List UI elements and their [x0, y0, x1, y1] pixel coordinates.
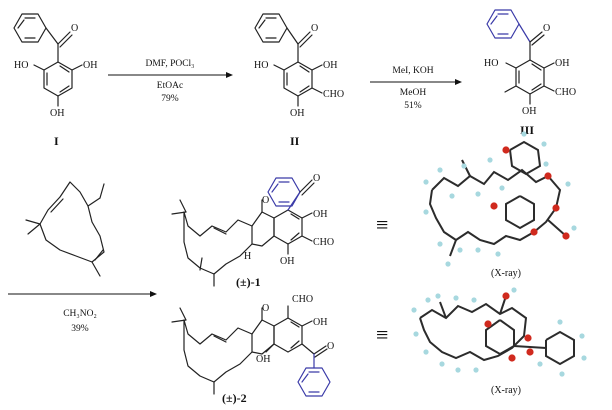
compound-I-label: I	[54, 134, 59, 148]
step3-yield: 39%	[71, 324, 89, 334]
compound-I-oh-right: OH	[83, 60, 97, 71]
compound-II-cho: CHO	[323, 89, 344, 100]
reaction-arrow-3: CH₃NO₂ 39%	[8, 291, 157, 334]
step2-solvent: MeOH	[400, 88, 427, 98]
compound-III-benzoyl-ring-blue	[486, 9, 531, 43]
equivalence-symbol-1: ≡	[376, 212, 388, 237]
compound-I: O HO OH OH I	[13, 13, 97, 148]
compound-I-ho-left: HO	[14, 60, 28, 71]
xray-structure-1: (X-ray)	[423, 131, 577, 279]
product-2: O CHO OH OH O (±)-2	[171, 294, 334, 405]
product-2-oh-right: OH	[313, 317, 327, 328]
step3-reagents: CH₃NO₂	[63, 309, 97, 319]
product-1-oh-bottom: OH	[280, 256, 294, 267]
compound-I-benzoyl-ring	[13, 13, 47, 43]
reaction-arrow-2: MeI, KOH MeOH 51%	[370, 66, 462, 111]
step2-yield: 51%	[404, 101, 422, 111]
compound-II-oh-right: OH	[323, 60, 337, 71]
product-1-oh-right: OH	[313, 209, 327, 220]
compound-III-oh-bottom: OH	[522, 106, 536, 117]
step1-yield: 79%	[161, 94, 179, 104]
compound-II-label: II	[290, 134, 300, 148]
product-1-carbonyl-o: O	[313, 173, 320, 184]
product-1: O H O OH CHO OH (±)-1	[171, 173, 334, 289]
xray-label-2: (X-ray)	[491, 385, 521, 396]
xray-label-1: (X-ray)	[491, 268, 521, 279]
compound-II-oh-bottom: OH	[290, 108, 304, 119]
step2-reagents: MeI, KOH	[392, 66, 433, 76]
product-1-h: H	[244, 251, 251, 262]
compound-III: O HO OH CHO OH III	[484, 9, 576, 137]
product-2-ring-o: O	[262, 303, 269, 314]
product-1-ring-o: O	[262, 195, 269, 206]
compound-III-carbonyl-o: O	[543, 23, 550, 34]
xray-structure-2: (X-ray)	[411, 287, 587, 396]
compound-I-carbonyl-o: O	[71, 23, 78, 34]
step1-reagents: DMF, POCl₃	[145, 59, 194, 69]
compound-II-carbonyl-o: O	[311, 23, 318, 34]
compound-I-carbonyl-bond	[45, 27, 59, 45]
compound-III-ho-left: HO	[484, 58, 498, 69]
compound-III-oh-right: OH	[555, 58, 569, 69]
reaction-arrow-1: DMF, POCl₃ EtOAc 79%	[108, 59, 233, 104]
compound-I-oh-bottom: OH	[50, 108, 64, 119]
product-2-cho: CHO	[292, 294, 313, 305]
compound-II-ho-left: HO	[254, 60, 268, 71]
humulene-structure	[25, 181, 105, 277]
compound-II: O HO OH CHO OH II	[254, 13, 344, 148]
product-2-oh-bottom: OH	[256, 354, 270, 365]
compound-III-cho: CHO	[555, 87, 576, 98]
product-2-carbonyl-o: O	[327, 341, 334, 352]
equivalence-symbol-2: ≡	[376, 322, 388, 347]
product-1-benzoyl-blue	[267, 177, 301, 211]
product-2-benzoyl-blue	[297, 353, 331, 397]
product-2-label: (±)-2	[222, 391, 247, 405]
product-1-cho: CHO	[313, 237, 334, 248]
step1-solvent: EtOAc	[157, 81, 183, 91]
product-1-label: (±)-1	[236, 275, 261, 289]
compound-I-core-ring	[43, 61, 73, 97]
